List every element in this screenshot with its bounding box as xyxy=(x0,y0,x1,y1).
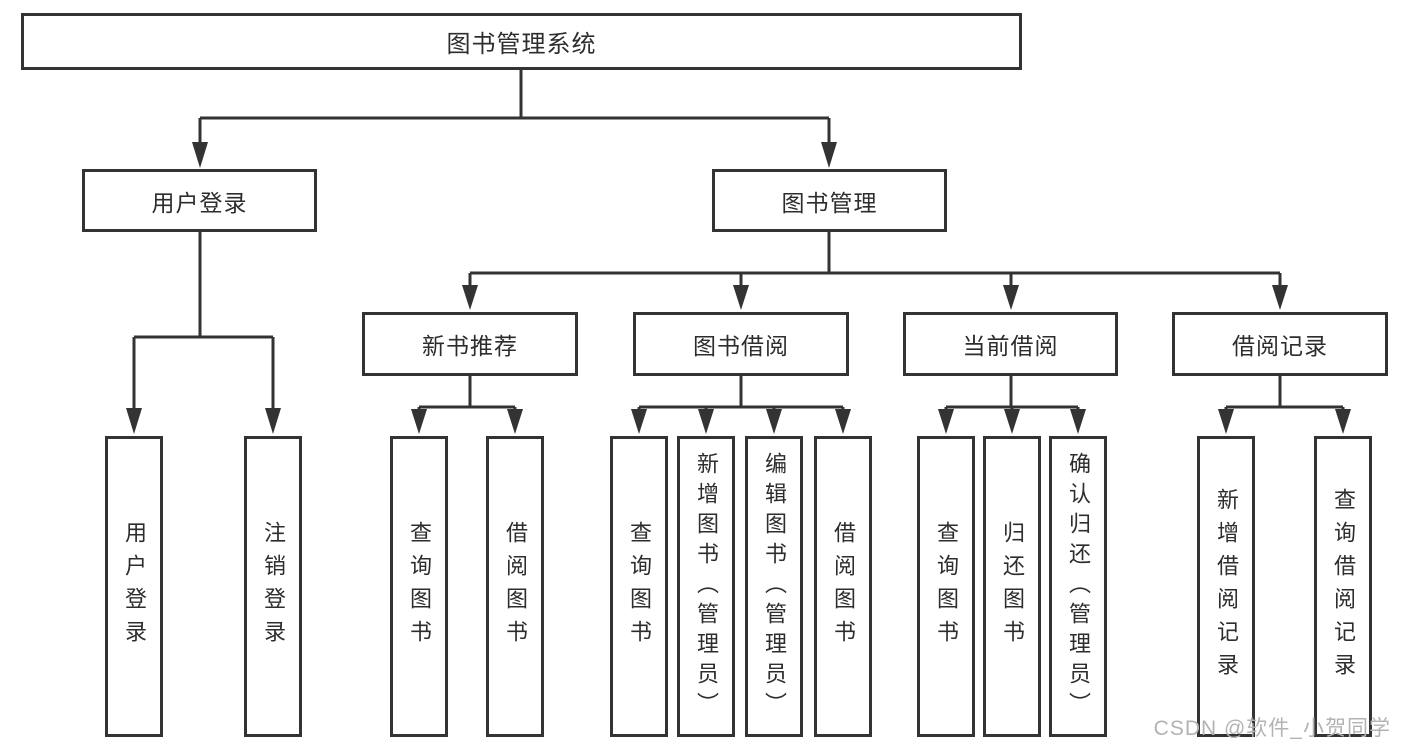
node-book-borrow: 图书借阅 xyxy=(633,312,849,376)
node-label: 查询图书 xyxy=(407,520,432,653)
node-label: 归还图书 xyxy=(1000,520,1025,653)
node-label: 图书管理系统 xyxy=(446,31,597,58)
leaf-query-borrow-record: 查询借阅记录 xyxy=(1314,436,1372,737)
connector-user-login-to-leaves xyxy=(126,232,281,434)
node-label: 新增借阅记录 xyxy=(1214,487,1239,686)
connector-borrow-records-to-leaves xyxy=(1218,376,1351,434)
node-label: 查询图书 xyxy=(934,520,959,653)
leaf-return-books: 归还图书 xyxy=(983,436,1041,737)
node-label: 新增图书（管理员） xyxy=(694,451,719,722)
node-current-borrow: 当前借阅 xyxy=(903,312,1118,376)
connector-book-borrow-to-leaves xyxy=(631,376,851,434)
node-borrow-records: 借阅记录 xyxy=(1172,312,1388,376)
node-label: 查询借阅记录 xyxy=(1331,487,1356,686)
node-label: 注销登录 xyxy=(261,520,286,653)
connector-current-borrow-to-leaves xyxy=(938,376,1086,434)
leaf-borrow-books-recommend: 借阅图书 xyxy=(486,436,544,737)
node-label: 借阅记录 xyxy=(1232,333,1328,359)
leaf-query-books-recommend: 查询图书 xyxy=(390,436,448,737)
connector-book-mgmt-to-level3 xyxy=(462,232,1288,310)
leaf-add-borrow-record: 新增借阅记录 xyxy=(1197,436,1255,737)
leaf-query-books-current: 查询图书 xyxy=(917,436,975,737)
node-label: 借阅图书 xyxy=(503,520,528,653)
node-label: 图书借阅 xyxy=(693,333,789,359)
node-user-login: 用户登录 xyxy=(82,169,317,232)
node-label: 查询图书 xyxy=(627,520,652,653)
node-label: 用户登录 xyxy=(151,189,248,216)
node-new-book-recommend: 新书推荐 xyxy=(362,312,578,376)
node-book-management: 图书管理 xyxy=(712,169,947,232)
leaf-logout: 注销登录 xyxy=(244,436,302,737)
leaf-query-books-borrow: 查询图书 xyxy=(610,436,668,737)
node-library-management-system: 图书管理系统 xyxy=(21,13,1022,70)
connector-root-to-level2 xyxy=(192,70,837,168)
leaf-user-login: 用户登录 xyxy=(105,436,163,737)
leaf-add-books-admin: 新增图书（管理员） xyxy=(677,436,735,737)
node-label: 编辑图书（管理员） xyxy=(762,451,787,722)
node-label: 借阅图书 xyxy=(831,520,856,653)
node-label: 用户登录 xyxy=(122,520,147,653)
node-label: 当前借阅 xyxy=(962,333,1059,359)
connector-new-books-to-leaves xyxy=(411,376,523,434)
node-label: 新书推荐 xyxy=(422,333,518,359)
leaf-edit-books-admin: 编辑图书（管理员） xyxy=(745,436,803,737)
node-label: 图书管理 xyxy=(781,189,878,216)
leaf-borrow-books: 借阅图书 xyxy=(814,436,872,737)
node-label: 确认归还（管理员） xyxy=(1066,451,1091,722)
leaf-confirm-return-admin: 确认归还（管理员） xyxy=(1049,436,1107,737)
